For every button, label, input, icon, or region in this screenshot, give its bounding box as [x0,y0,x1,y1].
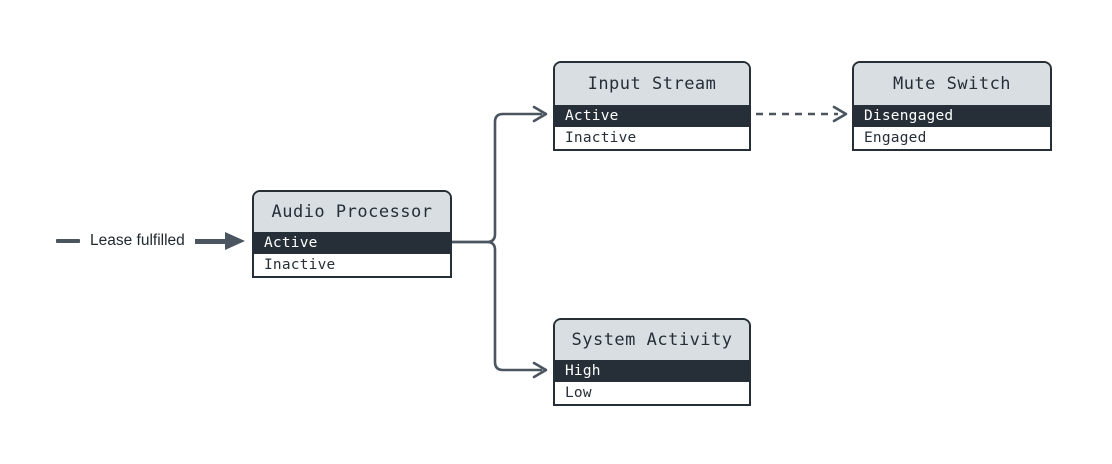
node-row-audio-processor-inactive[interactable]: Inactive [254,254,450,276]
node-system-activity[interactable]: System Activity High Low [553,318,751,406]
node-row-audio-processor-active[interactable]: Active [254,232,450,254]
node-title-input-stream: Input Stream [555,63,749,105]
edge-audio-processor-to-input-stream [450,112,543,244]
node-row-mute-switch-disengaged[interactable]: Disengaged [854,105,1050,127]
node-input-stream[interactable]: Input Stream Active Inactive [553,61,751,151]
legend-label: Lease fulfilled [90,232,185,249]
arrowhead-system-activity [532,361,548,379]
legend-lease-fulfilled: Lease fulfilled [56,232,247,250]
arrowhead-mute-switch [832,105,848,123]
node-rows-audio-processor: Active Inactive [254,232,450,276]
node-mute-switch[interactable]: Mute Switch Disengaged Engaged [852,61,1052,151]
node-row-system-activity-low[interactable]: Low [555,382,749,404]
node-rows-system-activity: High Low [555,360,749,404]
node-rows-input-stream: Active Inactive [555,105,749,149]
node-row-mute-switch-engaged[interactable]: Engaged [854,127,1050,149]
line-segment-icon [56,239,80,243]
node-rows-mute-switch: Disengaged Engaged [854,105,1050,149]
node-title-system-activity: System Activity [555,320,749,360]
node-audio-processor[interactable]: Audio Processor Active Inactive [252,190,452,278]
node-row-input-stream-active[interactable]: Active [555,105,749,127]
arrowhead-input-stream [532,105,548,123]
node-title-audio-processor: Audio Processor [254,192,450,232]
node-row-system-activity-high[interactable]: High [555,360,749,382]
node-row-input-stream-inactive[interactable]: Inactive [555,127,749,149]
solid-arrow-right-icon [194,232,247,250]
edge-audio-processor-to-system-activity [450,240,543,372]
node-title-mute-switch: Mute Switch [854,63,1050,105]
